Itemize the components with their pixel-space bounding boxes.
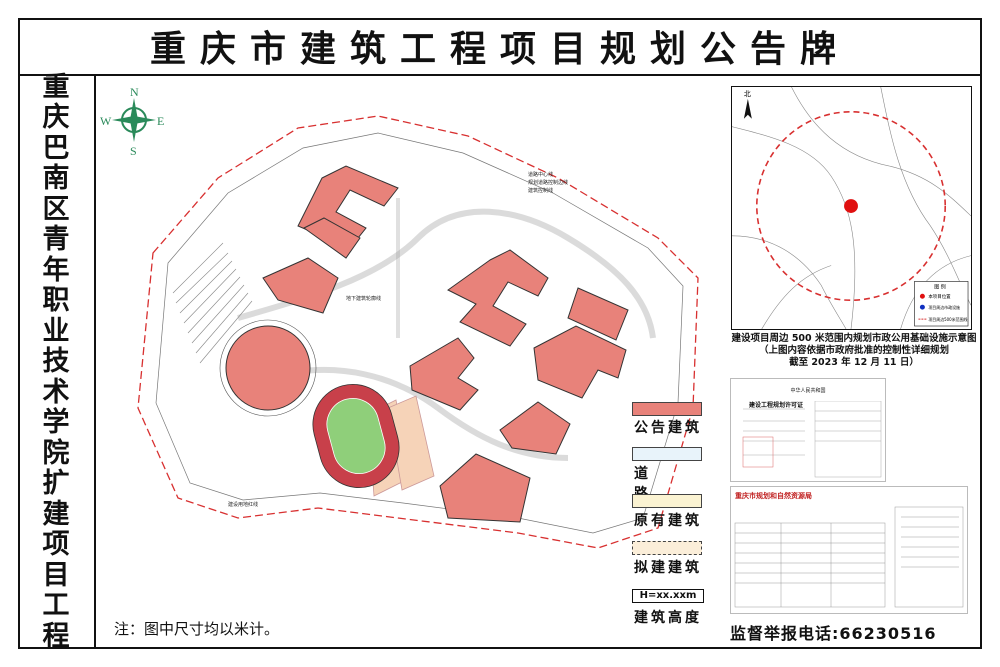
project-name-char: 程 [42,620,70,652]
compass-w: W [100,114,112,128]
project-name-char: 建 [42,498,70,530]
label-road-center: 道路中心线 [528,171,553,178]
board-title: 重庆市建筑工程项目规划公告牌 [18,18,982,76]
announced-buildings [262,165,629,523]
project-name-vertical: 重庆巴南区青年职业技术学院扩建项目工程 [18,71,96,651]
project-name-char: 扩 [42,468,70,500]
legend-label-announced: 公告建筑 [634,420,702,436]
legend-swatch-existing [632,494,702,508]
project-name-char: 技 [42,346,70,378]
svg-text:项目周边市政设施: 项目周边市政设施 [928,305,960,310]
project-name-char: 巴 [42,132,70,164]
running-track [312,384,400,488]
north-label: 北 [744,90,751,98]
location-legend: 图 例 本项目位置 项目周边市政设施 项目周边500米范围线 [914,281,969,327]
project-name-char: 青 [42,224,70,256]
project-name-char: 术 [42,376,70,408]
legend-swatch-announced [632,402,702,416]
legend-label-existing: 原有建筑 [634,513,702,529]
project-name-char: 庆 [42,102,70,134]
permit-certificate: 中华人民共和国 建设工程规划许可证 [730,378,886,482]
project-name-char: 业 [42,315,70,347]
label-underground: 地下建筑轮廓线 [346,295,381,302]
svg-text:本项目位置: 本项目位置 [928,293,951,300]
svg-text:图 例: 图 例 [934,283,946,290]
svg-text:项目周边500米范围线: 项目周边500米范围线 [928,317,967,322]
compass-e: E [157,114,164,128]
project-name-char: 项 [42,529,70,561]
legend-label-height: 建筑高度 [634,610,702,626]
location-map-caption: 建设项目周边 500 米范围内规划市政公用基础设施示意图 （上图内容依据市政府批… [731,333,977,368]
compass-icon: N S E W [100,85,164,158]
legend-swatch-road [632,447,702,461]
compass-n: N [130,85,139,99]
project-name-char: 重 [42,71,70,103]
north-arrow-icon [743,98,752,119]
label-land-boundary: 建设用地红线 [228,501,258,508]
compass-s: S [130,144,137,158]
location-map: 北 图 例 本项目位置 项目周边市政设施 项目周边500米范围线 [731,86,972,330]
project-name-char: 区 [42,193,70,225]
footnote: 注：图中尺寸均以米计。 [114,620,280,638]
legend-label-proposed: 拟建建筑 [634,560,702,576]
project-name-char: 目 [42,559,70,591]
project-name-char: 职 [42,285,70,317]
land-boundary-line [137,115,699,549]
supervision-hotline: 监督举报电话:66230516 [730,624,937,643]
bureau-document: 重庆市规划和自然资源局 [730,486,968,614]
height-box: H=xx.xxm [632,589,704,603]
round-stadium [225,325,311,411]
site-plan: N S E W 道路中心线 [100,85,699,549]
project-name-char: 年 [42,254,70,286]
label-building-control: 建筑控制线 [528,187,553,194]
legend-swatch-proposed [632,541,702,555]
project-name-char: 院 [42,437,70,469]
project-name-char: 工 [42,590,70,622]
project-name-char: 学 [42,407,70,439]
label-road-control: 规划道路控制边线 [528,179,568,186]
board-frame [18,18,982,649]
project-name-char: 南 [42,163,70,195]
